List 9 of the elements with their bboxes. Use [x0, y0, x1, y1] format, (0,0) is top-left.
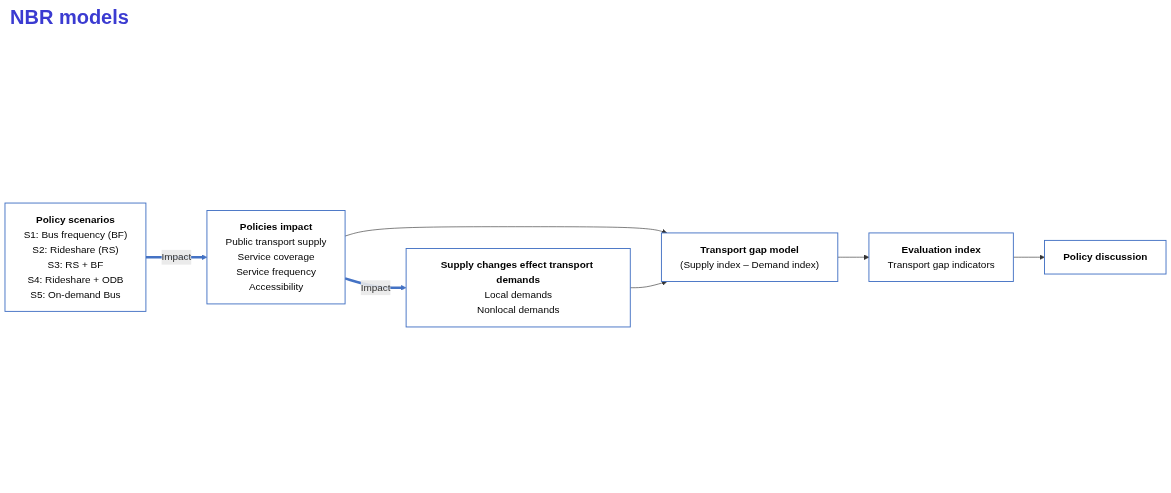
edge-label: Impact — [360, 282, 391, 293]
node-box: Supply changes effect transport demands Local demands Nonlocal demands — [405, 248, 631, 328]
node-box: Policies impact Public transport supply Service coverage Service frequency Accessibility — [206, 210, 346, 305]
node-box: Transport gap model (Supply index – Demand index) — [660, 232, 839, 282]
edge-label: Impact — [161, 251, 192, 263]
note-text: NBR models — [10, 6, 129, 29]
node-box: Evaluation index Transport gap indicators — [868, 232, 1014, 282]
node-box: Policy discussion — [1044, 239, 1167, 275]
node-box: Policy scenarios S1: Bus frequency (BF) S2: Rideshare (RS) S3: RS + BF S4: Rideshare + ODB S5: On-demand Bus — [4, 202, 147, 312]
